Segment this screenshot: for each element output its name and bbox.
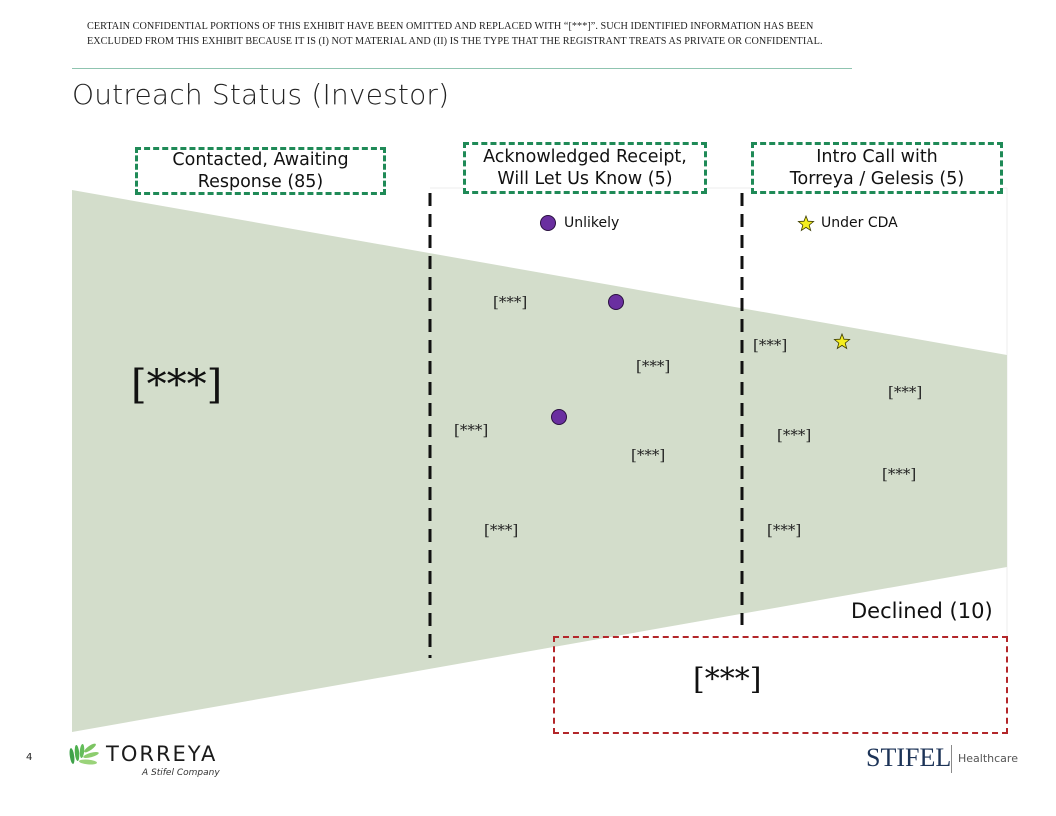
unlikely-legend-icon bbox=[540, 215, 556, 231]
stage2-redacted-item: [***] bbox=[454, 421, 489, 439]
stage2-redacted-item: [***] bbox=[631, 446, 666, 464]
disclaimer-line-2: EXCLUDED FROM THIS EXHIBIT BECAUSE IT IS… bbox=[87, 36, 823, 47]
torreya-logo-text: TORREYA bbox=[106, 742, 218, 766]
funnel-shape bbox=[72, 190, 1007, 732]
unlikely-marker bbox=[551, 409, 567, 425]
torreya-tagline: A Stifel Company bbox=[142, 768, 220, 778]
under-cda-legend-icon bbox=[797, 214, 815, 232]
header-divider bbox=[72, 68, 852, 69]
stage3-redacted-item: [***] bbox=[753, 336, 788, 354]
stage-header-line-2: Will Let Us Know (5) bbox=[497, 169, 673, 189]
unlikely-marker bbox=[608, 294, 624, 310]
disclaimer-line-1: CERTAIN CONFIDENTIAL PORTIONS OF THIS EX… bbox=[87, 21, 814, 32]
stage2-redacted-item: [***] bbox=[484, 521, 519, 539]
stage-header-line-1: Acknowledged Receipt, bbox=[483, 147, 687, 167]
stifel-division-label: Healthcare bbox=[958, 752, 1018, 765]
confidentiality-disclaimer: CERTAIN CONFIDENTIAL PORTIONS OF THIS EX… bbox=[87, 19, 857, 49]
under-cda-marker bbox=[833, 332, 851, 350]
declined-label: Declined (10) bbox=[851, 599, 993, 623]
stifel-logo-text: STIFEL bbox=[866, 743, 952, 772]
stage2-redacted-item: [***] bbox=[636, 357, 671, 375]
stage2-redacted-item: [***] bbox=[493, 293, 528, 311]
legend-unlikely-label: Unlikely bbox=[564, 215, 620, 231]
legend-under-cda-label: Under CDA bbox=[821, 215, 898, 231]
page-title: Outreach Status (Investor) bbox=[72, 78, 450, 111]
stage-header-line-1: Intro Call with bbox=[816, 147, 938, 167]
stage3-redacted-item: [***] bbox=[767, 521, 802, 539]
declined-box bbox=[553, 636, 1008, 734]
torreya-leaf-icon bbox=[69, 743, 99, 765]
stage-header-line-2: Torreya / Gelesis (5) bbox=[789, 169, 965, 189]
stage3-redacted-item: [***] bbox=[777, 426, 812, 444]
page-number: 4 bbox=[26, 752, 33, 763]
stifel-logo-divider bbox=[951, 745, 952, 773]
stage3-redacted-item: [***] bbox=[888, 383, 923, 401]
stage-header-line-1: Contacted, Awaiting bbox=[172, 150, 349, 170]
stage3-redacted-item: [***] bbox=[882, 465, 917, 483]
stage-header-intro-call: Intro Call with Torreya / Gelesis (5) bbox=[751, 142, 1003, 194]
stage-header-acknowledged: Acknowledged Receipt, Will Let Us Know (… bbox=[463, 142, 707, 194]
stage1-redacted-content: [***] bbox=[131, 362, 223, 408]
stage-header-line-2: Response (85) bbox=[197, 172, 324, 192]
stage-header-contacted: Contacted, Awaiting Response (85) bbox=[135, 147, 386, 195]
declined-redacted-content: [***] bbox=[693, 662, 762, 697]
